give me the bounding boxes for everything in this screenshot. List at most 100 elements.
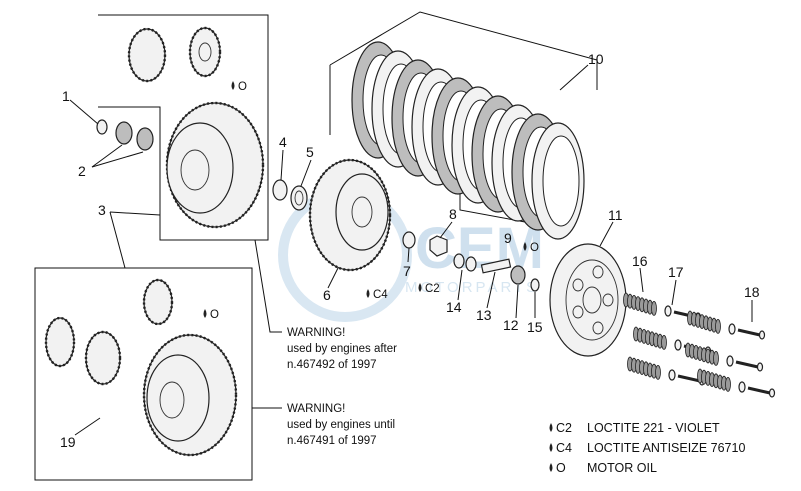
pressure-plate-ring xyxy=(565,259,619,341)
pressure-plate-hole xyxy=(572,305,584,319)
upper-housing-hub xyxy=(180,149,210,191)
leader-19 xyxy=(74,417,101,436)
part-12-bearing xyxy=(510,265,526,285)
springs-washers-screws xyxy=(623,292,776,398)
callout-9: 9 xyxy=(504,230,512,246)
screw-head xyxy=(758,330,766,340)
callout-8: 8 xyxy=(449,206,457,222)
part-11-pressure-plate xyxy=(549,243,627,357)
pressure-plate-hole xyxy=(592,321,604,335)
part-2-bearing-a xyxy=(115,121,133,145)
callout-17: 17 xyxy=(668,264,684,280)
callout-6: 6 xyxy=(323,287,331,303)
legend-text: MOTOR OIL xyxy=(587,461,657,475)
plate-stack xyxy=(329,11,598,240)
lower-mid-gear-teeth xyxy=(84,330,122,386)
lower-small-gear-teeth xyxy=(142,278,174,326)
small-parts-row xyxy=(402,231,540,292)
callout-numbers: 1 2 3 4 5 6 7 8 9 10 11 12 13 14 15 16 1… xyxy=(60,51,760,450)
callout-5: 5 xyxy=(306,144,314,160)
oil-tag-lower: O xyxy=(203,309,219,321)
part-13-pushrod xyxy=(480,258,512,274)
leader-13 xyxy=(486,271,496,309)
spring-washer xyxy=(674,339,682,351)
drop-icon xyxy=(549,443,553,452)
upper-box-outline xyxy=(98,14,269,241)
leader-2a xyxy=(91,144,123,168)
leader-5 xyxy=(300,159,312,187)
warning-until-line1: used by engines until xyxy=(287,419,395,431)
callout-16: 16 xyxy=(632,253,648,269)
hub-face xyxy=(335,173,389,251)
spring-coil xyxy=(713,350,719,366)
warning-after: WARNING! used by engines after n.467492 … xyxy=(287,327,397,371)
lower-mid-gear xyxy=(85,331,121,385)
leader-4 xyxy=(280,149,284,181)
drop-icon xyxy=(549,423,553,432)
callout-1: 1 xyxy=(62,88,70,104)
part-6-clutch-hub xyxy=(308,158,392,272)
leader-3b xyxy=(109,211,161,216)
leader-3a xyxy=(109,211,126,269)
screw-shank xyxy=(747,386,771,395)
part-4-washer xyxy=(272,179,288,201)
leader-7 xyxy=(407,247,410,263)
screw-head xyxy=(768,388,776,398)
legend-code: O xyxy=(556,461,566,475)
part-1-washer xyxy=(96,119,108,135)
leader-6 xyxy=(327,267,339,289)
legend-code: C2 xyxy=(556,421,572,435)
upper-housing-inner xyxy=(166,122,234,214)
parts-1-2 xyxy=(96,119,154,151)
part-14-washer-b xyxy=(465,256,477,272)
spring-coil xyxy=(651,300,657,316)
upper-small-gear-hub xyxy=(198,42,212,62)
warning-after-title: WARNING! xyxy=(287,327,345,339)
c4-tag-label: C4 xyxy=(373,289,388,301)
watermark-subtitle: MOTORPARTS xyxy=(405,279,539,296)
hub-splines xyxy=(308,158,392,272)
legend-code: C4 xyxy=(556,441,572,455)
leader-12 xyxy=(515,284,519,319)
part-2-bearing-b xyxy=(136,127,154,151)
part-8-nut xyxy=(429,235,448,257)
c2-tag: C2 xyxy=(418,283,440,295)
part-15-circlip xyxy=(530,278,540,292)
c2-tag-label: C2 xyxy=(425,283,440,295)
pressure-plate-hole xyxy=(602,293,614,307)
leader-16 xyxy=(639,267,644,293)
legend-row: C2 LOCTITE 221 - VIOLET xyxy=(549,421,720,435)
callout-13: 13 xyxy=(476,307,492,323)
drop-icon xyxy=(418,283,422,292)
lower-housing-inner xyxy=(146,354,210,442)
drop-icon xyxy=(366,289,370,298)
spring-washer xyxy=(726,355,734,367)
leader-8 xyxy=(439,221,453,239)
warning-until-title: WARNING! xyxy=(287,403,345,415)
upper-housing-box xyxy=(98,14,269,241)
oil-tag-upper-label: O xyxy=(238,81,247,93)
warning-until-line2: n.467491 of 1997 xyxy=(287,435,377,447)
lower-housing-teeth xyxy=(142,333,238,457)
warning-until: WARNING! used by engines until n.467491 … xyxy=(287,403,395,447)
callout-7: 7 xyxy=(403,263,411,279)
callout-15: 15 xyxy=(527,319,543,335)
screw-shank xyxy=(677,374,701,383)
drop-icon xyxy=(549,463,553,472)
legend: C2 LOCTITE 221 - VIOLET C4 LOCTITE ANTIS… xyxy=(549,421,745,475)
spring-washer xyxy=(668,369,676,381)
callout-18: 18 xyxy=(744,284,760,300)
lower-housing-hub xyxy=(159,381,185,419)
legend-row: C4 LOCTITE ANTISEIZE 76710 xyxy=(549,441,745,455)
leader-17 xyxy=(671,279,677,306)
pressure-plate-hole xyxy=(592,265,604,279)
leader-14 xyxy=(457,269,463,301)
drop-icon xyxy=(231,81,235,90)
spring-coil xyxy=(715,318,721,334)
part-5-washer-hole xyxy=(294,190,304,206)
lower-housing-box xyxy=(34,267,253,481)
callout-14: 14 xyxy=(446,299,462,315)
upper-large-gear-teeth xyxy=(127,27,167,83)
upper-small-gear-teeth xyxy=(188,26,222,78)
drop-icon xyxy=(203,309,207,318)
